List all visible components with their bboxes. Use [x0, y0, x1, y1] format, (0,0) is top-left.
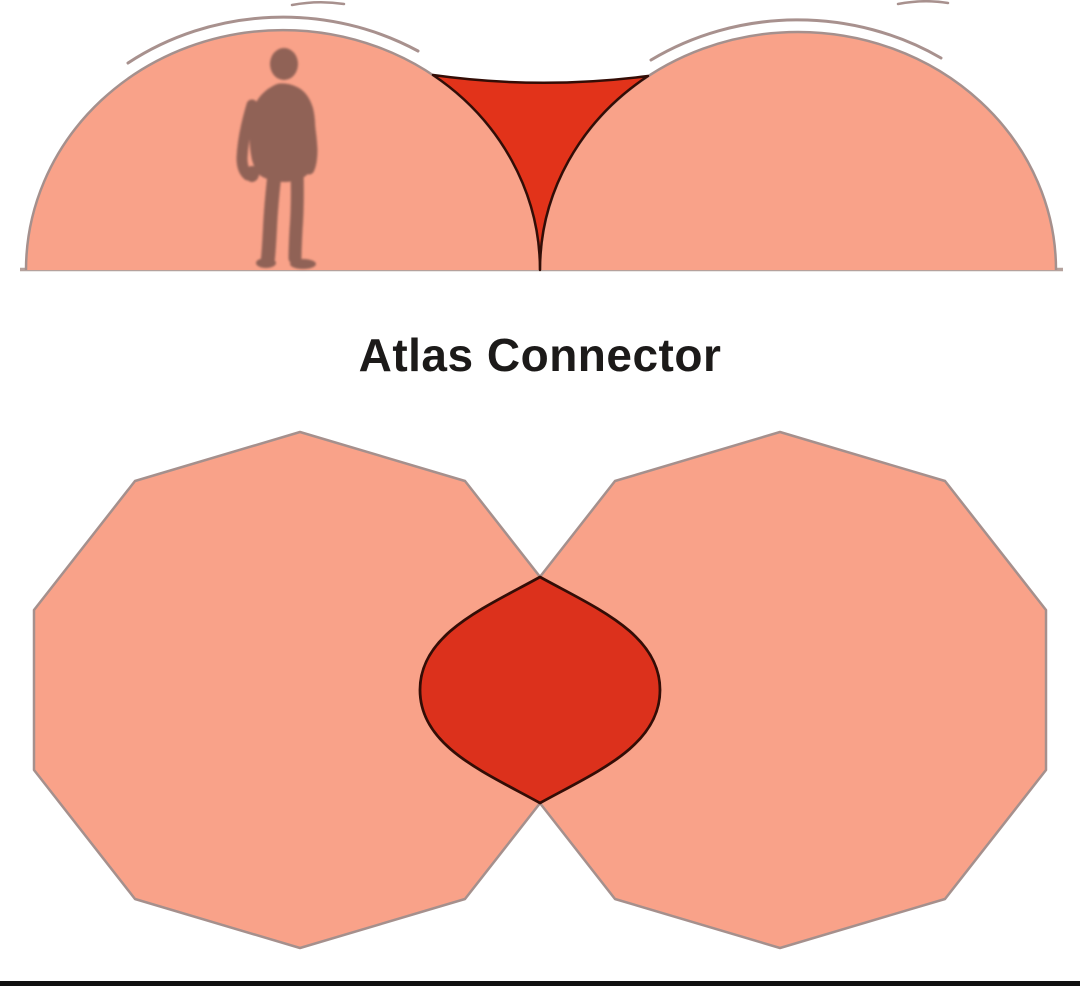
- bottom-figure-plan-view: [32, 430, 1048, 950]
- connector-wedge-top-figure: [431, 73, 650, 272]
- dome-arc-right: [649, 18, 943, 62]
- connector-lens-bottom-figure: [418, 575, 662, 805]
- left-venue-footprint: [32, 430, 568, 950]
- arc-fragment-left: [290, 1, 346, 7]
- top-figure-dome-elevation: [20, 0, 1063, 272]
- person-silhouette-icon: [236, 48, 318, 269]
- right-venue-footprint: [512, 430, 1048, 950]
- page-title: Atlas Connector: [358, 329, 722, 381]
- dome-arc-left: [126, 15, 420, 65]
- footer-bar: [0, 981, 1080, 986]
- arc-fragment-right: [896, 0, 950, 6]
